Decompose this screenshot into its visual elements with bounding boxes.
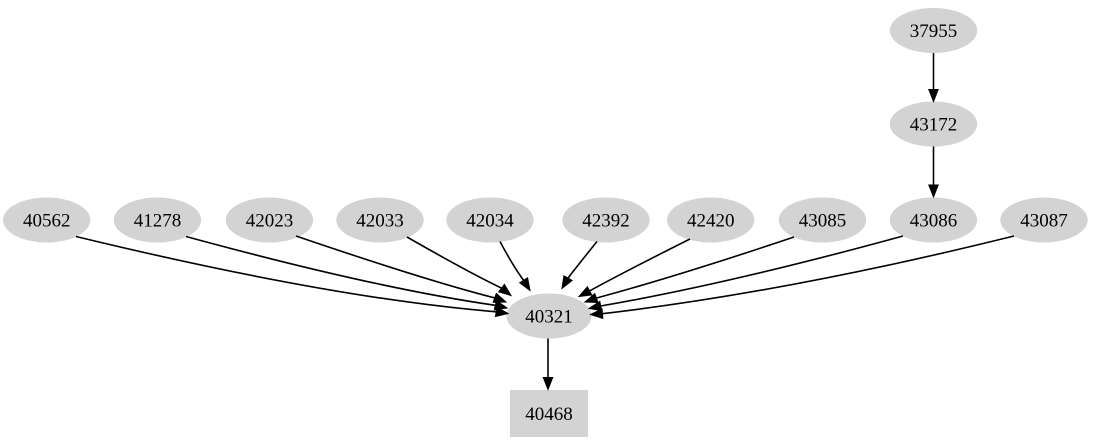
edge-43086-40321 bbox=[600, 235, 904, 307]
edge-43087-40321 bbox=[602, 235, 1015, 315]
edge-42392-40321 bbox=[567, 240, 598, 279]
edge-42023-40321 bbox=[295, 235, 495, 299]
node-label: 43085 bbox=[799, 211, 847, 232]
node-shape-ellipse bbox=[889, 8, 978, 53]
edge-43085-40321 bbox=[596, 236, 795, 299]
node-label: 40468 bbox=[525, 404, 573, 425]
arrowhead-43172-43086 bbox=[928, 184, 939, 199]
node-label: 40321 bbox=[525, 307, 573, 328]
node-label: 42392 bbox=[582, 211, 630, 232]
arrowhead-43087-40321 bbox=[589, 308, 604, 320]
arrowhead-42392-40321 bbox=[561, 275, 573, 290]
arrowhead-40321-40468 bbox=[542, 377, 554, 391]
node-label: 42034 bbox=[466, 211, 514, 232]
arrowhead-43086-40321 bbox=[587, 300, 603, 312]
node-42392: 42392 bbox=[562, 197, 650, 243]
edge-42420-40321 bbox=[589, 238, 691, 292]
node-label: 37955 bbox=[910, 21, 958, 42]
node-43085: 43085 bbox=[778, 197, 867, 243]
node-label: 42033 bbox=[356, 211, 404, 232]
node-shape-ellipse bbox=[113, 197, 202, 243]
arrowhead-42023-40321 bbox=[492, 292, 508, 303]
node-42420: 42420 bbox=[667, 197, 755, 243]
node-shape-ellipse bbox=[225, 197, 314, 243]
node-shape-ellipse bbox=[336, 197, 424, 243]
node-label: 42023 bbox=[246, 211, 294, 232]
node-label: 42420 bbox=[687, 211, 735, 232]
arrowhead-43085-40321 bbox=[583, 292, 599, 304]
node-shape-ellipse bbox=[446, 197, 534, 243]
node-42034: 42034 bbox=[446, 197, 534, 243]
arrowhead-42034-40321 bbox=[518, 276, 531, 292]
node-label: 43086 bbox=[910, 211, 958, 232]
node-42033: 42033 bbox=[336, 197, 424, 243]
node-label: 40562 bbox=[23, 211, 71, 232]
node-shape-ellipse bbox=[3, 197, 91, 243]
node-37955: 37955 bbox=[889, 8, 978, 53]
node-40562: 40562 bbox=[3, 197, 91, 243]
edge-42033-40321 bbox=[406, 236, 502, 289]
node-shape-ellipse bbox=[506, 293, 592, 339]
node-shape-ellipse bbox=[562, 197, 650, 243]
node-40468: 40468 bbox=[510, 390, 588, 437]
node-shape-ellipse bbox=[889, 101, 978, 147]
node-41278: 41278 bbox=[113, 197, 202, 243]
node-43086: 43086 bbox=[889, 197, 978, 243]
edge-41278-40321 bbox=[185, 235, 496, 307]
node-label: 43087 bbox=[1020, 211, 1068, 232]
node-43172: 43172 bbox=[889, 101, 978, 147]
edge-42034-40321 bbox=[499, 241, 525, 281]
arrowhead-42033-40321 bbox=[497, 283, 513, 297]
node-shape-ellipse bbox=[667, 197, 755, 243]
node-label: 43172 bbox=[910, 115, 958, 136]
arrowhead-42420-40321 bbox=[577, 285, 593, 298]
node-shape-box bbox=[510, 390, 588, 437]
node-42023: 42023 bbox=[225, 197, 314, 243]
edge-40562-40321 bbox=[75, 235, 497, 313]
node-label: 41278 bbox=[134, 211, 182, 232]
node-shape-ellipse bbox=[889, 197, 978, 243]
node-shape-ellipse bbox=[1000, 197, 1088, 243]
arrowhead-41278-40321 bbox=[493, 299, 509, 311]
arrowhead-37955-43172 bbox=[928, 89, 939, 103]
node-shape-ellipse bbox=[778, 197, 867, 243]
node-43087: 43087 bbox=[1000, 197, 1088, 243]
node-40321: 40321 bbox=[506, 293, 592, 339]
